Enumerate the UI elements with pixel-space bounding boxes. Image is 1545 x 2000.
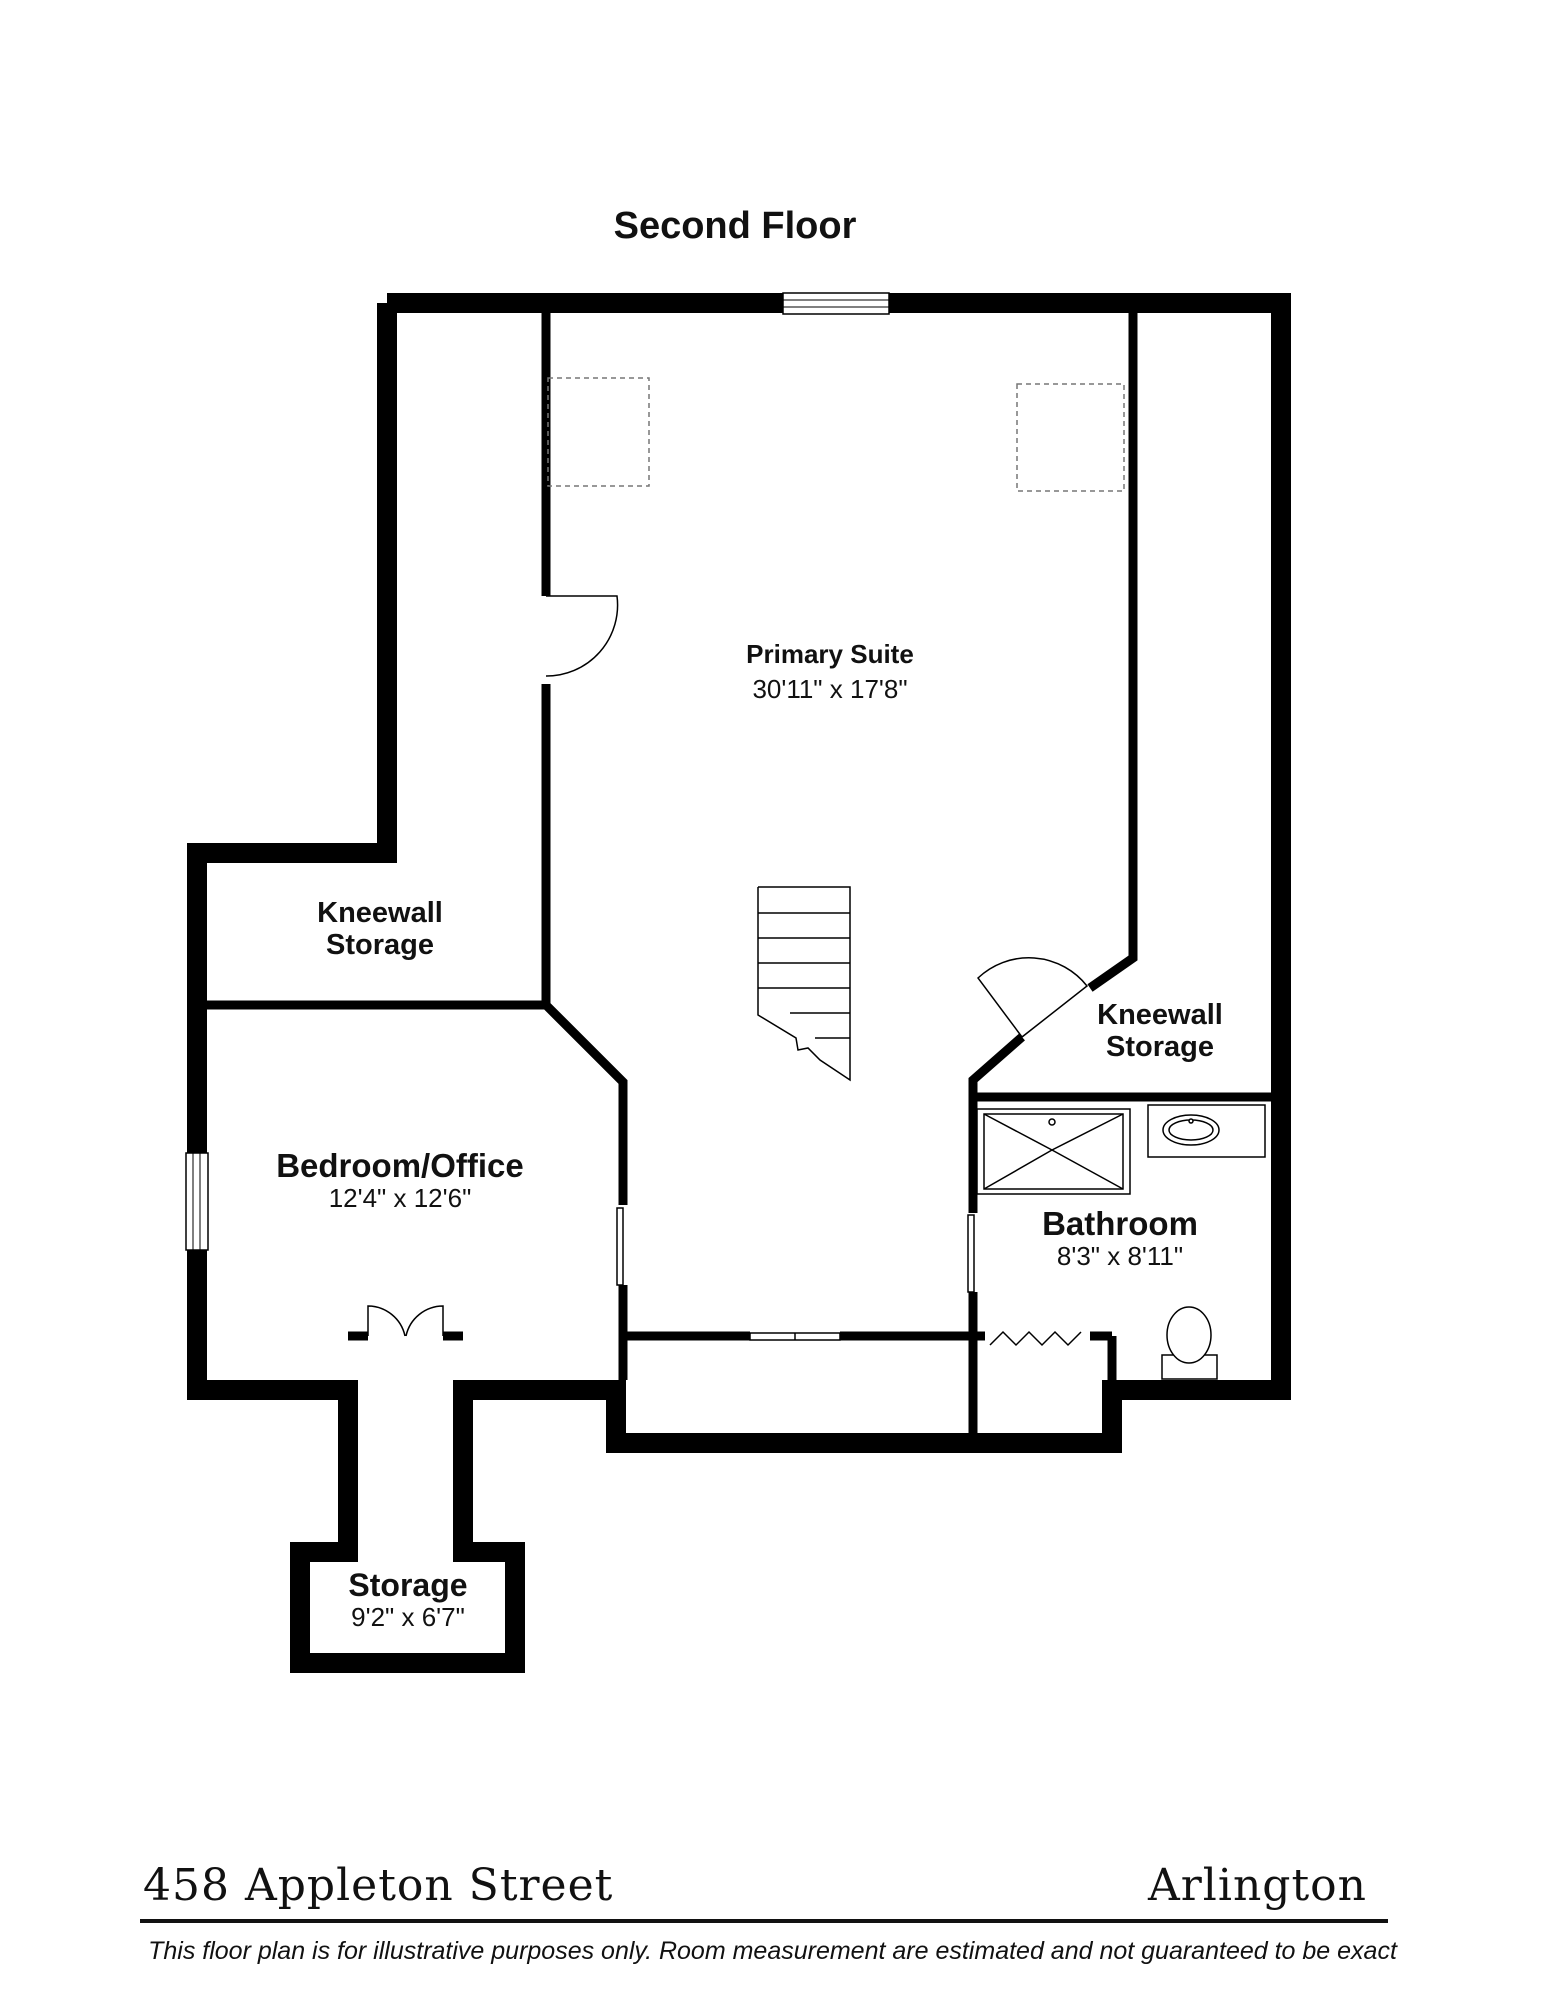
skylight-left xyxy=(547,377,650,487)
toilet-icon xyxy=(1161,1306,1218,1380)
kneewall-right-door xyxy=(976,957,1089,1039)
room-dimensions: 9'2" x 6'7" xyxy=(351,1602,465,1633)
skylights xyxy=(547,377,1125,492)
room-name: Bedroom/Office xyxy=(276,1147,524,1184)
footer-city: Arlington xyxy=(1148,1860,1367,1911)
room-name: Primary Suite xyxy=(746,639,914,669)
room-label-kneewall-storage-left: Kneewall Storage xyxy=(260,897,500,962)
footer-divider xyxy=(140,1919,1388,1923)
footer-address: 458 Appleton Street xyxy=(143,1860,614,1911)
stairs xyxy=(757,886,851,1082)
room-label-primary-suite: Primary Suite 30'11" x 17'8" xyxy=(680,640,980,703)
interior-walls xyxy=(207,313,1272,1433)
room-dimensions: 8'3" x 8'11" xyxy=(1056,1241,1184,1272)
room-dimensions: 12'4" x 12'6" xyxy=(328,1183,472,1214)
page-title: Second Floor xyxy=(613,205,857,247)
doors xyxy=(367,595,1089,1347)
bathroom-door xyxy=(967,1214,975,1293)
room-label-bedroom-office: Bedroom/Office 12'4" x 12'6" xyxy=(230,1147,570,1214)
footer-disclaimer: This floor plan is for illustrative purp… xyxy=(148,1937,1397,1965)
room-name: Kneewall Storage xyxy=(1097,999,1223,1063)
bathroom-bifold-door xyxy=(989,1330,1082,1347)
room-name: Kneewall Storage xyxy=(317,897,443,961)
room-name: Storage xyxy=(348,1567,468,1603)
room-dimensions: 30'11" x 17'8" xyxy=(752,673,908,704)
bedroom-window xyxy=(185,1152,209,1251)
storage-double-door xyxy=(367,1305,444,1337)
top-window xyxy=(782,292,890,315)
room-label-storage: Storage 9'2" x 6'7" xyxy=(316,1567,500,1633)
room-label-bathroom: Bathroom 8'3" x 8'11" xyxy=(990,1205,1250,1272)
skylight-right xyxy=(1016,383,1125,492)
bathroom-fixtures xyxy=(976,1104,1266,1380)
bedroom-door xyxy=(616,1207,624,1286)
kneewall-left-door xyxy=(545,595,619,677)
exterior-walls xyxy=(187,293,1291,1673)
room-name: Bathroom xyxy=(1042,1205,1198,1242)
room-label-kneewall-storage-right: Kneewall Storage xyxy=(1040,999,1280,1064)
